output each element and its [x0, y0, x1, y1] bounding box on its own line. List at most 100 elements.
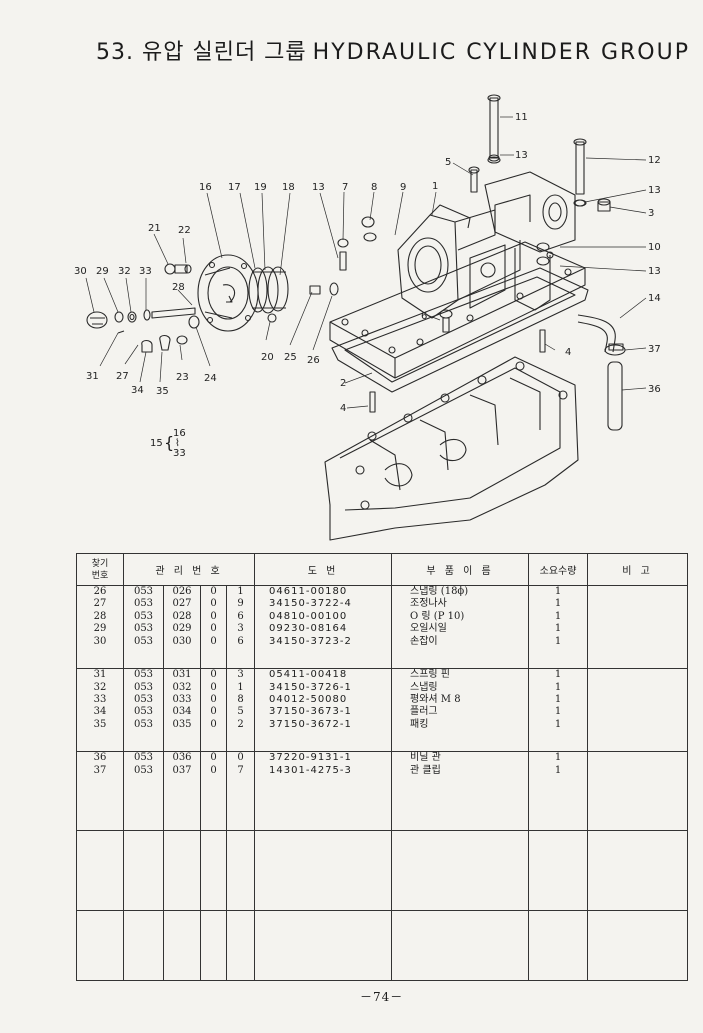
cell-line: 35	[93, 718, 107, 730]
cell-line: 26	[93, 586, 107, 598]
cell-line: 플러그	[410, 706, 438, 718]
cell-line: 1	[554, 623, 562, 635]
cell-line: 0	[210, 669, 217, 681]
header-part-name: 부 품 이 름	[391, 552, 530, 587]
cell-line: 034	[172, 706, 192, 718]
cell-line: 6	[237, 635, 244, 647]
cell-m3	[200, 909, 227, 982]
cell-line: 손잡이	[410, 635, 438, 647]
cell-line: 0	[210, 598, 217, 610]
callout-label: 8	[371, 182, 377, 193]
cell-line: 스냅링	[410, 681, 438, 693]
callout-label: 18	[282, 182, 295, 193]
header-quantity: 소요수량	[528, 552, 589, 587]
cell-line: 053	[133, 669, 154, 681]
cell-line: 053	[133, 635, 154, 647]
cell-line: 관 클립	[410, 764, 441, 776]
header-item-no: 찾기 번호	[76, 552, 124, 587]
cell-line: 053	[133, 706, 154, 718]
callout-label: 10	[648, 242, 661, 253]
callout-label: 13	[648, 185, 661, 196]
cell-remarks	[587, 585, 689, 670]
callout-label: 25	[284, 352, 297, 363]
cell-line: 28	[93, 610, 107, 622]
callout-label: 9	[400, 182, 406, 193]
cell-qty	[528, 829, 589, 911]
cell-line: 0	[210, 694, 217, 706]
cell-no	[76, 829, 124, 911]
section-number: 53.	[96, 40, 134, 65]
cell-line: 36	[93, 752, 107, 764]
callout-label: 31	[86, 371, 99, 382]
cell-remarks	[587, 668, 689, 753]
small-parts-drawing	[86, 263, 339, 353]
leader-lines	[85, 116, 647, 409]
callout-label: 26	[307, 355, 320, 366]
title-korean: 유압 실린더 그룹	[142, 40, 307, 65]
callout-label: 35	[156, 386, 169, 397]
cell-line: 0	[210, 635, 217, 647]
cell-line: 29	[93, 623, 107, 635]
cell-line: 1	[554, 706, 562, 718]
callout-label: 13	[312, 182, 325, 193]
cell-m4	[225, 829, 256, 911]
plug-3-drawing	[597, 198, 611, 212]
cell-line: 1	[554, 586, 562, 598]
hydraulic-cylinder-body-drawing	[397, 204, 521, 319]
table-row-group	[76, 829, 689, 911]
callout-labels: 1 2 2 3 4 4 5 6 7 8 9 10 11 12 13 13 13 …	[74, 112, 661, 414]
header-drawing-no: 도 번	[254, 552, 393, 587]
callout-label: 3	[648, 208, 654, 219]
cell-line: O 링 (P 10)	[410, 610, 465, 622]
callout-label: 4	[340, 403, 346, 414]
callout-label: 13	[515, 150, 528, 161]
cell-line: 1	[554, 694, 562, 706]
cell-line: 053	[133, 718, 154, 730]
callout-label: 32	[118, 266, 131, 277]
cell-line: 1	[554, 669, 562, 681]
cell-qty	[528, 909, 589, 982]
cell-line: 1	[237, 586, 244, 598]
table-header-row: 찾기 번호 관 리 번 호 도 번 부 품 이 름 소요수량 비 고	[76, 552, 689, 587]
cell-line: 0	[210, 586, 217, 598]
cell-line: 비닐 관	[410, 752, 441, 764]
cell-line: 035	[172, 718, 192, 730]
cell-line: 053	[133, 586, 154, 598]
cylinder-cover-plate-drawing	[329, 241, 586, 379]
cell-line: 패킹	[410, 718, 429, 730]
cell-name	[391, 909, 530, 982]
page-number: －74－	[360, 990, 404, 1004]
cell-line: 1	[554, 610, 562, 622]
callout-label: 2	[340, 378, 346, 389]
cell-line: 32	[93, 681, 107, 693]
pin-4-drawing	[369, 329, 546, 413]
cell-line: 028	[172, 610, 192, 622]
callout-label: 37	[648, 344, 661, 355]
cell-line: 1	[554, 635, 562, 647]
header-remarks: 비 고	[587, 552, 689, 587]
callout-label: 24	[204, 373, 217, 384]
table-row-group	[76, 909, 689, 982]
callout-label: 1	[432, 181, 438, 192]
cell-m1	[123, 829, 164, 911]
cell-line: 04611-00180	[269, 586, 348, 598]
cell-remarks	[587, 751, 689, 831]
cell-line: 조정나사	[410, 598, 447, 610]
callout-label: 21	[148, 223, 161, 234]
